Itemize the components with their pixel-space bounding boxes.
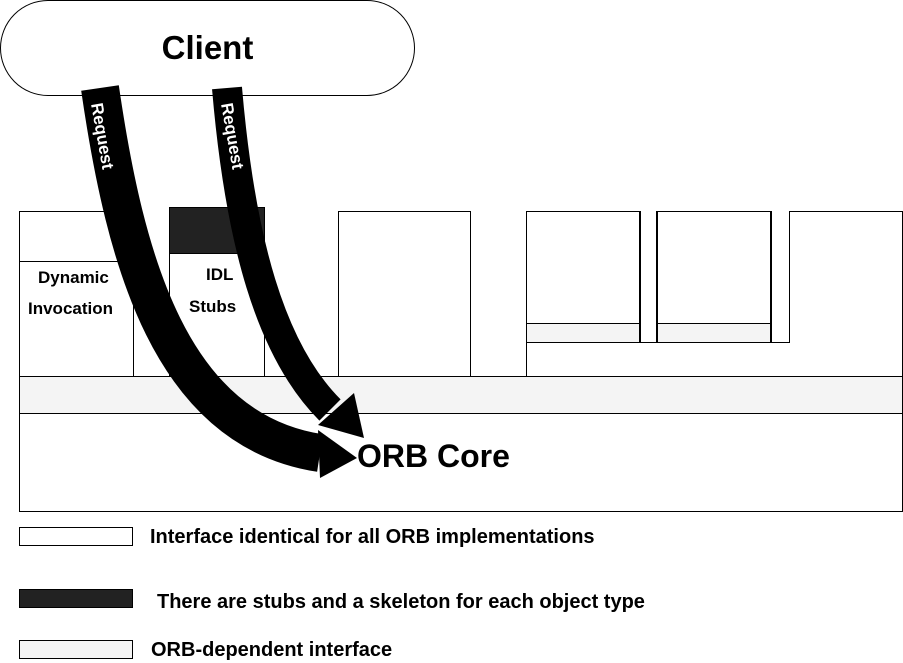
request-arrow-2 (212, 86, 341, 421)
idl-stubs-label-1: IDL (206, 265, 234, 284)
top-line-1 (526, 211, 641, 212)
skeleton-box-2-band (657, 323, 771, 343)
skeleton-box-1-band (526, 323, 640, 343)
client-box: Client (0, 0, 415, 96)
request-arrow-2-head (318, 393, 364, 438)
legend-text-2: There are stubs and a skeleton for each … (157, 591, 645, 613)
legend-swatch-dark (19, 589, 133, 608)
top-cover (525, 200, 903, 211)
skeleton-box-1 (526, 211, 640, 343)
gap-cover-1 (640, 200, 657, 343)
dynamic-invocation-label-2: Invocation (28, 299, 114, 318)
legend-text-1: Interface identical for all ORB implemen… (150, 526, 595, 548)
gap-cover-2 (771, 200, 790, 343)
legend-swatch-white (19, 527, 133, 546)
legend-swatch-light (19, 640, 133, 659)
top-line-3 (789, 211, 903, 212)
request-arrow-1 (81, 85, 324, 472)
skeleton-box-2 (657, 211, 771, 343)
client-label: Client (161, 29, 254, 66)
top-line-2 (657, 211, 772, 212)
dynamic-invocation-label-1: Dynamic (38, 268, 109, 287)
orb-core-label: ORB Core (357, 438, 510, 474)
idl-stubs-label-2: Stubs (189, 297, 237, 316)
legend-text-3: ORB-dependent interface (151, 639, 393, 661)
request-arrow-1-head (318, 430, 357, 478)
orb-core-box (19, 412, 903, 512)
orb-interface-box (338, 211, 471, 377)
